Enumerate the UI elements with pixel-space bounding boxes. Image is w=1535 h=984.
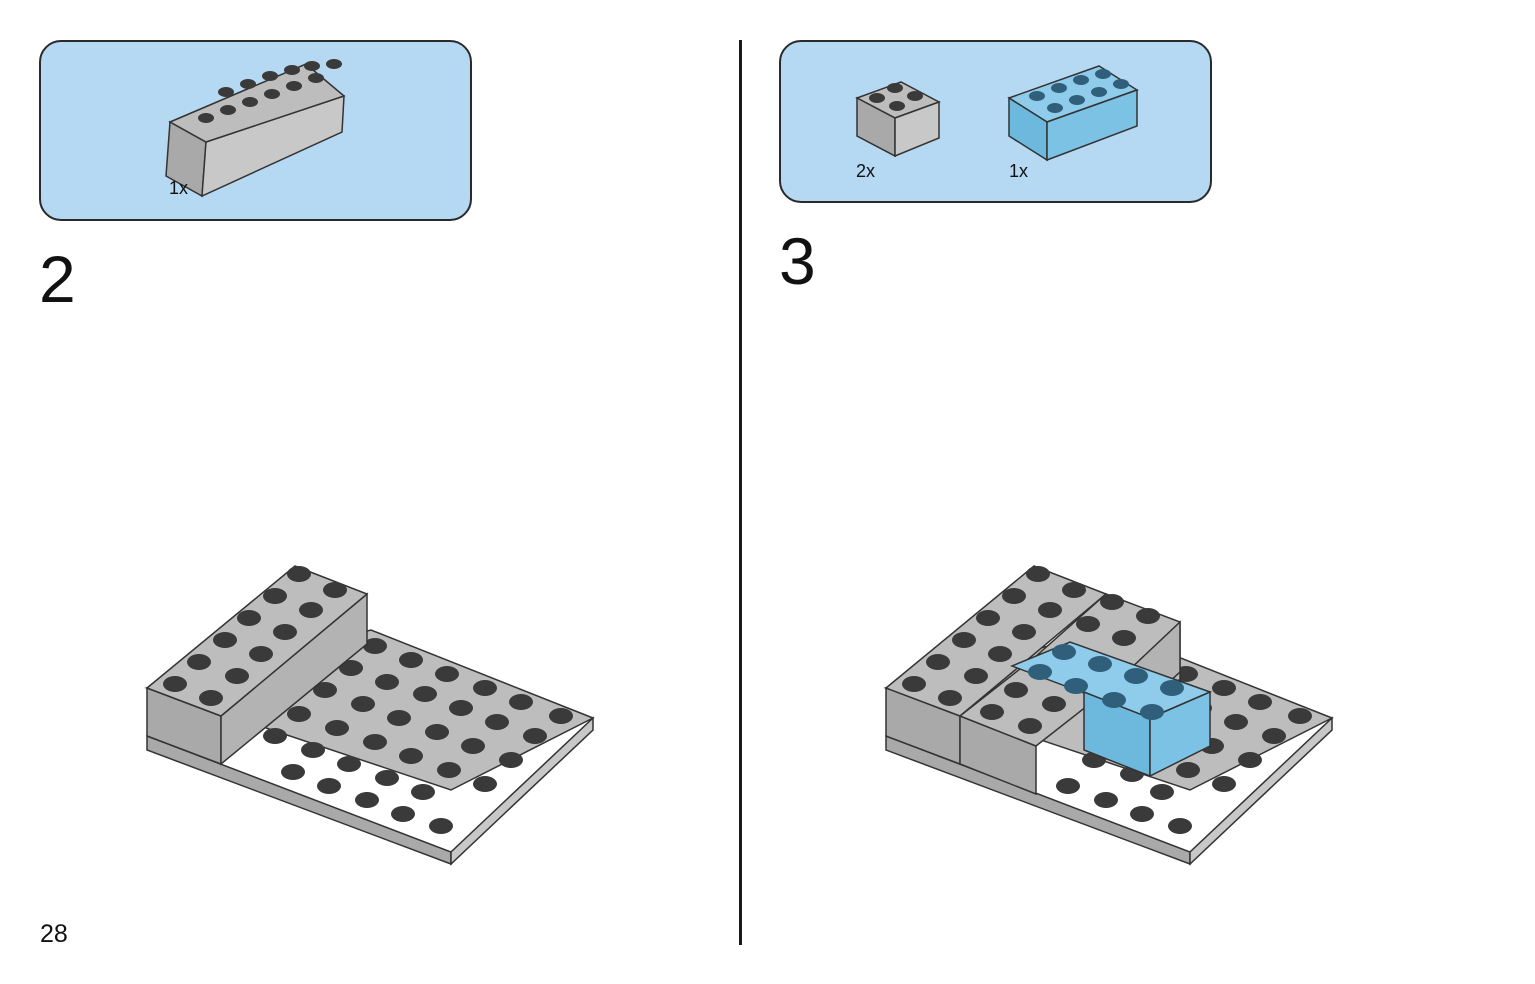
parts-callout-step-2: 1x [39, 40, 472, 221]
quantity-label: 1x [169, 178, 189, 198]
brick-2x2-grey-icon [855, 81, 941, 158]
page-number: 28 [40, 920, 68, 948]
step-divider [739, 40, 742, 945]
assembly-step-3-illustration [883, 565, 1334, 866]
quantity-label: 1x [1009, 161, 1029, 181]
parts-callout-step-3: 2x 1x [779, 40, 1212, 203]
step-number: 2 [39, 242, 76, 316]
brick-2x6-grey-icon [165, 59, 346, 198]
quantity-label: 2x [856, 161, 876, 181]
step-number: 3 [779, 224, 816, 298]
assembly-step-2-illustration [144, 565, 595, 866]
brick-2x4-blue-icon [1007, 65, 1139, 162]
